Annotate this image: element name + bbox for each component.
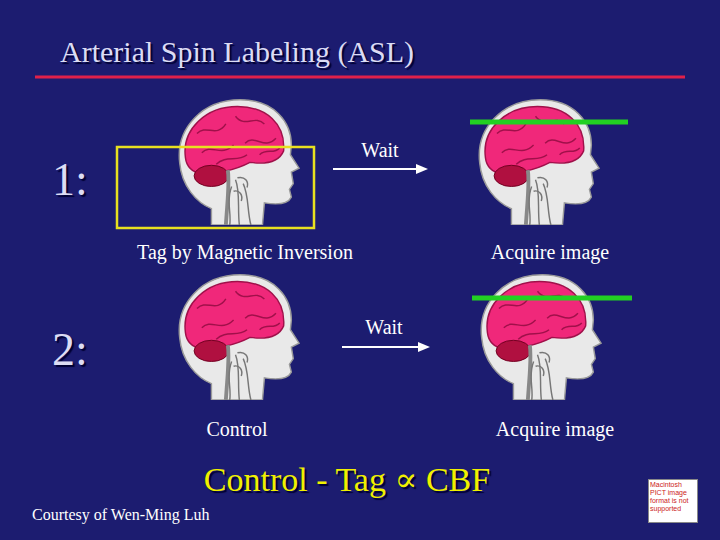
wait-label: Wait [365, 317, 402, 337]
wait-arrow [333, 168, 418, 170]
arrow-head [418, 342, 430, 352]
step-label: Acquire image [491, 242, 609, 262]
head-tag [179, 100, 299, 225]
wait-label: Wait [361, 140, 398, 160]
step-number: 2: [52, 327, 88, 373]
tag-region [117, 147, 314, 228]
head-acquire [481, 275, 601, 400]
arrow-head [416, 164, 428, 174]
formula: Control - Tag ∝ CBF [204, 463, 490, 497]
image-placeholder: Macintosh PICT image format is not suppo… [648, 479, 698, 523]
title-rule [35, 76, 685, 79]
wait-arrow [342, 346, 420, 348]
step-label: Tag by Magnetic Inversion [137, 242, 353, 262]
imaging-slice [470, 120, 628, 125]
credit-caption: Courtesy of Wen-Ming Luh [32, 507, 210, 523]
slide-title: Arterial Spin Labeling (ASL) [60, 37, 414, 67]
step-label: Acquire image [496, 419, 614, 439]
placeholder-text: Macintosh PICT image format is not suppo… [649, 480, 697, 514]
imaging-slice [472, 296, 632, 301]
head-acquire [479, 100, 599, 225]
head-control [179, 275, 299, 400]
step-number: 1: [52, 157, 88, 203]
step-label: Control [206, 419, 267, 439]
